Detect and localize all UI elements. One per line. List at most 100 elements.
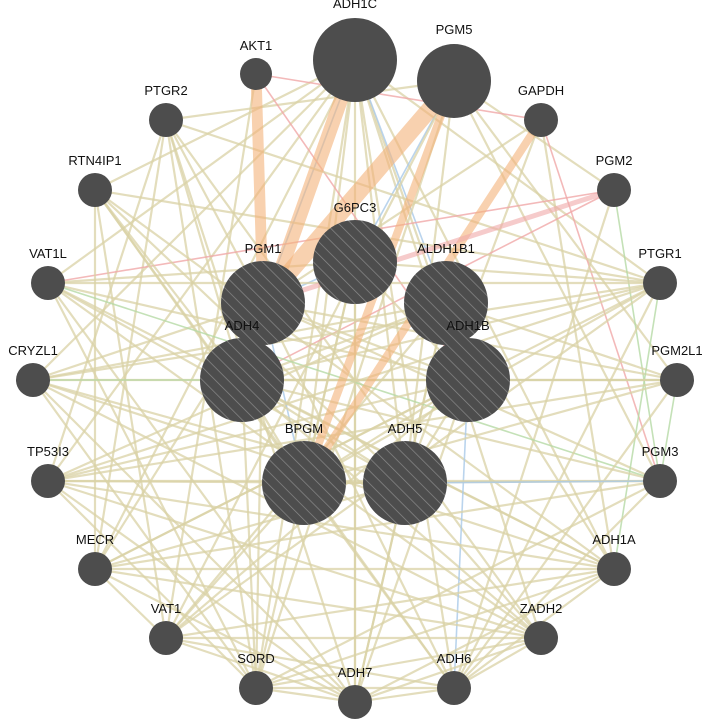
node-pgm1[interactable] [221,261,305,345]
edges-layer [32,59,678,704]
edge-PTGR2-TP53I3 [46,119,168,482]
node-label-gapdh: GAPDH [518,83,564,98]
node-label-mecr: MECR [76,532,114,547]
node-label-adh1b: ADH1B [446,318,489,333]
edge-PTGR2-MECR [93,119,168,570]
edge-AKT1-GAPDH [255,73,542,121]
edge-ADH1B-ADH6 [453,379,469,689]
node-label-pgm5: PGM5 [436,22,473,37]
edge-strong-PGM5-PGM1 [254,72,463,312]
edge-ADH1C-VAT1L [47,59,356,284]
edge-PGM3-MECR [94,479,661,571]
node-gapdh[interactable] [524,103,558,137]
edge-PGM2L1-BPGM [303,378,678,485]
node-label-akt1: AKT1 [240,38,273,53]
node-label-zadh2: ZADH2 [520,601,563,616]
node-vat1[interactable] [149,621,183,655]
node-vat1l[interactable] [31,266,65,300]
edge-PTGR1-TP53I3 [47,281,661,483]
edge-PTGR1-ADH1A [613,282,661,570]
node-adh1a[interactable] [597,552,631,586]
edge-PGM5-PTGR2 [165,79,455,122]
edge-PTGR1-CRYZL1 [32,281,661,382]
edge-PGM2-PGM3 [613,189,661,482]
edge-VAT1L-SORD [47,282,257,689]
edge-PGM3-ADH6 [453,480,661,689]
edge-G6PC3-PTGR1 [354,260,661,285]
node-adh1b[interactable] [426,338,510,422]
node-adh6[interactable] [437,671,471,705]
node-g6pc3[interactable] [313,220,397,304]
node-sord[interactable] [239,671,273,705]
node-adh4[interactable] [200,338,284,422]
edge-TP53I3-ADH1A [47,479,615,571]
node-label-pgm1: PGM1 [245,241,282,256]
node-cryzl1[interactable] [16,363,50,397]
edge-ADH1C-SORD [254,59,357,689]
node-label-pgm3: PGM3 [642,444,679,459]
node-adh1c[interactable] [313,18,397,102]
edge-ADH1C-CRYZL1 [32,59,356,381]
edge-PGM2L1-TP53I3 [47,378,678,483]
node-label-aldh1b1: ALDH1B1 [417,241,475,256]
edge-ADH1B-TP53I3 [47,378,469,483]
node-label-vat1l: VAT1L [29,246,67,261]
node-adh7[interactable] [338,685,372,719]
node-pgm2[interactable] [597,173,631,207]
node-label-adh1a: ADH1A [592,532,636,547]
edge-PGM5-PGM3 [453,80,661,482]
node-mecr[interactable] [78,552,112,586]
node-ptgr2[interactable] [149,103,183,137]
edge-PTGR2-ADH4 [164,119,244,381]
edge-PGM2L1-ADH6 [453,379,678,689]
edge-ADH5-PGM3 [404,480,661,484]
edge-ADH1A-SORD [255,567,615,690]
node-label-pgm2: PGM2 [596,153,633,168]
node-label-pgm2l1: PGM2L1 [651,343,702,358]
node-bpgm[interactable] [262,441,346,525]
edge-VAT1L-ADH7 [47,282,356,703]
node-pgm5[interactable] [417,44,491,118]
labels-layer: ADH1CPGM5AKT1GAPDHPTGR2PGM2RTN4IP1G6PC3P… [8,0,702,680]
node-tp53i3[interactable] [31,464,65,498]
node-adh5[interactable] [363,441,447,525]
node-label-adh1c: ADH1C [333,0,377,11]
node-rtn4ip1[interactable] [78,173,112,207]
node-label-sord: SORD [237,651,275,666]
node-akt1[interactable] [240,58,272,90]
node-ptgr1[interactable] [643,266,677,300]
edge-VAT1-ADH7 [165,636,356,704]
edge-ZADH2-ADH7 [354,636,542,704]
edge-MECR-ZADH2 [94,567,542,640]
node-label-adh7: ADH7 [338,665,373,680]
edge-PGM2-ADH6 [452,189,616,689]
node-label-adh6: ADH6 [437,651,472,666]
nodes-layer [16,18,694,719]
node-label-rtn4ip1: RTN4IP1 [68,153,121,168]
edge-CRYZL1-SORD [32,379,257,689]
edge-TP53I3-SORD [47,480,257,689]
node-pgm3[interactable] [643,464,677,498]
edge-PGM5-VAT1 [165,80,455,639]
node-aldh1b1[interactable] [404,261,488,345]
edge-TP53I3-ADH7 [47,480,356,703]
node-label-adh5: ADH5 [388,421,423,436]
node-label-cryzl1: CRYZL1 [8,343,58,358]
edge-GAPDH-PGM3 [540,119,661,482]
node-label-adh4: ADH4 [225,318,260,333]
edge-RTN4IP1-BPGM [94,189,305,484]
edge-ADH1C-TP53I3 [47,59,356,482]
node-label-ptgr2: PTGR2 [144,83,187,98]
edge-PGM3-SORD [255,480,661,689]
edge-VAT1-ADH6 [165,636,455,690]
edge-ADH1C-RTN4IP1 [94,59,356,191]
edge-RTN4IP1-VAT1 [93,189,168,639]
node-label-tp53i3: TP53I3 [27,444,69,459]
node-label-vat1: VAT1 [151,601,182,616]
edge-PGM2L1-PGM3 [659,379,678,482]
edge-ZADH2-SORD [255,636,542,690]
node-zadh2[interactable] [524,621,558,655]
edge-ADH1A-ADH7 [354,568,615,703]
node-pgm2l1[interactable] [660,363,694,397]
